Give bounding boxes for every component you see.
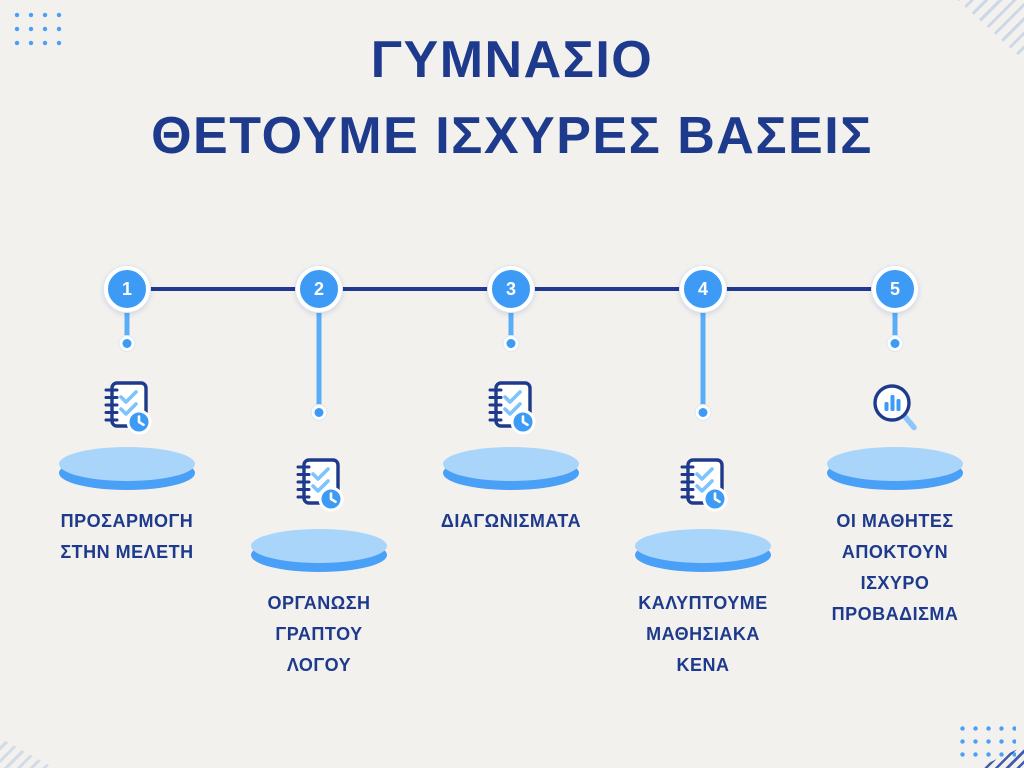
step-number: 3 (505, 278, 516, 299)
step-number-badge: 5 (872, 266, 918, 312)
step-number: 5 (889, 278, 900, 299)
connector-dot (119, 336, 135, 351)
notebook-checklist-clock-icon (97, 378, 157, 438)
notebook-checklist-clock-icon (673, 455, 733, 515)
platform-disc-top (827, 447, 963, 481)
step-number: 1 (121, 278, 132, 299)
step-number: 4 (697, 278, 708, 299)
step-number-badge: 3 (488, 266, 534, 312)
timeline-step-3: 3 ΔΙΑΓΩΝΙΣΜΑΤΑ (415, 0, 607, 768)
title-line-2: ΘΕΤΟΥΜΕ ΙΣΧΥΡΕΣ ΒΑΣΕΙΣ (151, 107, 873, 165)
platform-disc (251, 529, 387, 573)
platform-disc-top (635, 529, 771, 563)
step-label: ΠΡΟΣΑΡΜΟΓΗ ΣΤΗΝ ΜΕΛΕΤΗ (60, 511, 194, 562)
title-line-1: ΓΥΜΝΑΣΙΟ (370, 31, 654, 89)
platform-disc-top (443, 447, 579, 481)
platform-disc (443, 447, 579, 491)
connector-stem (892, 290, 898, 340)
timeline-step-5: 5 ΟΙ ΜΑΘΗΤΕΣ ΑΠΟΚΤΟΥΝ ΙΣΧΥΡΟ ΠΡΟΒΑΔΙΣΜΑ (799, 0, 991, 768)
platform-disc (59, 447, 195, 491)
connector-stem (508, 290, 514, 340)
step-label: ΟΡΓΑΝΩΣΗ ΓΡΑΠΤΟΥ ΛΟΓΟΥ (267, 593, 371, 675)
page-title: ΓΥΜΝΑΣΙΟ ΘΕΤΟΥΜΕ ΙΣΧΥΡΕΣ ΒΑΣΕΙΣ (0, 22, 1024, 174)
connector-dot (695, 405, 711, 420)
timeline-step-2: 2 ΟΡΓΑΝΩΣΗ ΓΡΑΠΤΟΥ ΛΟΓΟΥ (223, 0, 415, 768)
notebook-checklist-clock-icon (481, 378, 541, 438)
platform-disc (827, 447, 963, 491)
step-label: ΟΙ ΜΑΘΗΤΕΣ ΑΠΟΚΤΟΥΝ ΙΣΧΥΡΟ ΠΡΟΒΑΔΙΣΜΑ (831, 511, 959, 624)
connector-dot (503, 336, 519, 351)
notebook-checklist-clock-icon (289, 455, 349, 515)
platform-disc-top (251, 529, 387, 563)
magnifier-bar-chart-icon (865, 378, 925, 438)
step-label: ΔΙΑΓΩΝΙΣΜΑΤΑ (440, 511, 582, 531)
step-label: ΚΑΛΥΠΤΟΥΜΕ ΜΑΘΗΣΙΑΚΑ ΚΕΝΑ (638, 593, 768, 675)
connector-stem (124, 290, 130, 340)
connector-dot (311, 405, 327, 420)
timeline-step-1: 1 ΠΡΟΣΑΡΜΟΓΗ ΣΤΗΝ ΜΕΛΕΤΗ (31, 0, 223, 768)
dots-pattern-top-left-icon (10, 8, 68, 54)
step-number-badge: 1 (104, 266, 150, 312)
step-number: 2 (313, 278, 324, 299)
step-number-badge: 2 (296, 266, 342, 312)
connector-stem (700, 290, 706, 409)
step-number-badge: 4 (680, 266, 726, 312)
platform-disc-top (59, 447, 195, 481)
connector-dot (887, 336, 903, 351)
dots-pattern-bottom-right-icon (956, 722, 1016, 760)
timeline-step-4: 4 ΚΑΛΥΠΤΟΥΜΕ ΜΑΘΗΣΙΑΚΑ ΚΕΝΑ (607, 0, 799, 768)
platform-disc (635, 529, 771, 573)
connector-stem (316, 290, 322, 409)
